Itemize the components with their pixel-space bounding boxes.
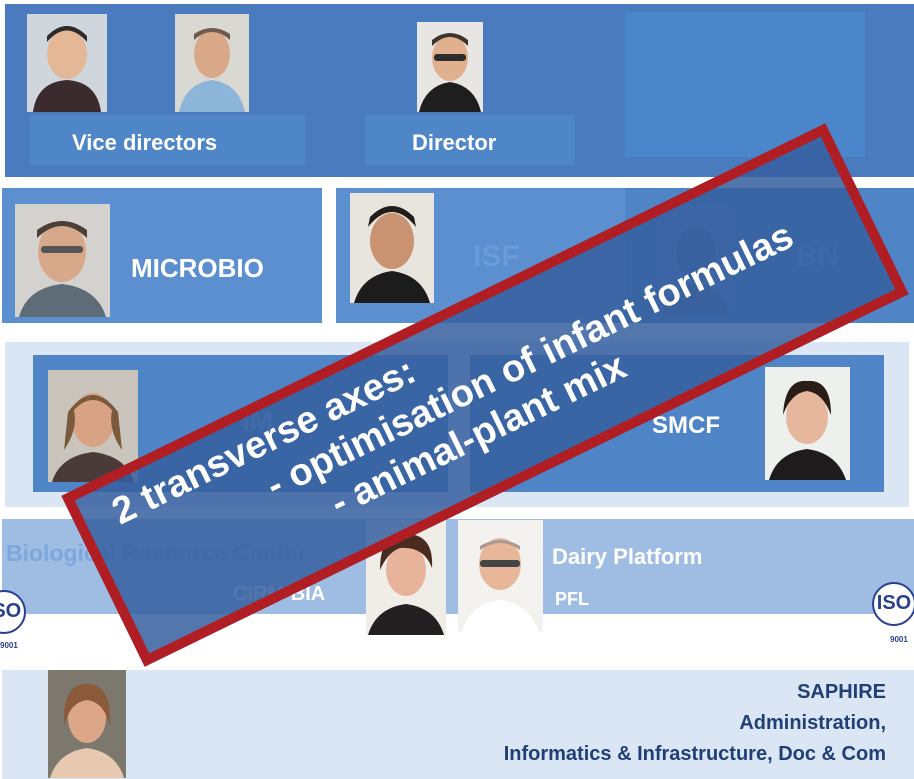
microbio-head-photo <box>15 204 110 317</box>
saphire-title: SAPHIRE <box>797 681 886 703</box>
vice-director-2-photo <box>175 14 249 112</box>
dairy-title: Dairy Platform <box>552 544 703 569</box>
dairy-head-photo <box>458 520 543 632</box>
saphire-line3: Informatics & Infrastructure, Doc & Com <box>503 743 886 765</box>
saphire-band <box>2 670 914 779</box>
vice-directors-label: Vice directors <box>72 130 218 155</box>
saphire-text-block: SAPHIRE Administration, Informatics & In… <box>504 677 886 770</box>
director-label-box <box>365 115 575 165</box>
director-photo <box>417 22 483 112</box>
saphire-head-photo <box>48 670 126 778</box>
iso-right-logo: ISO <box>872 582 914 626</box>
iso-right-number: 9001 <box>890 635 908 644</box>
vice-director-1-photo <box>27 14 107 112</box>
im-head-photo <box>48 370 138 482</box>
vice-directors-label-box <box>30 115 305 165</box>
iso-left-text: ISO <box>0 600 22 622</box>
saphire-line2: Administration, <box>739 712 886 734</box>
iso-left-number: 9001 <box>0 641 18 650</box>
isf-label: ISF <box>473 240 520 273</box>
dairy-code: PFL <box>555 589 589 609</box>
isf-head-photo <box>350 193 434 303</box>
smcf-head-photo <box>765 367 850 480</box>
director-label: Director <box>412 130 497 155</box>
microbio-label: MICROBIO <box>131 253 264 283</box>
iso-right-text: ISO <box>876 592 912 614</box>
smcf-label: SMCF <box>652 412 720 439</box>
